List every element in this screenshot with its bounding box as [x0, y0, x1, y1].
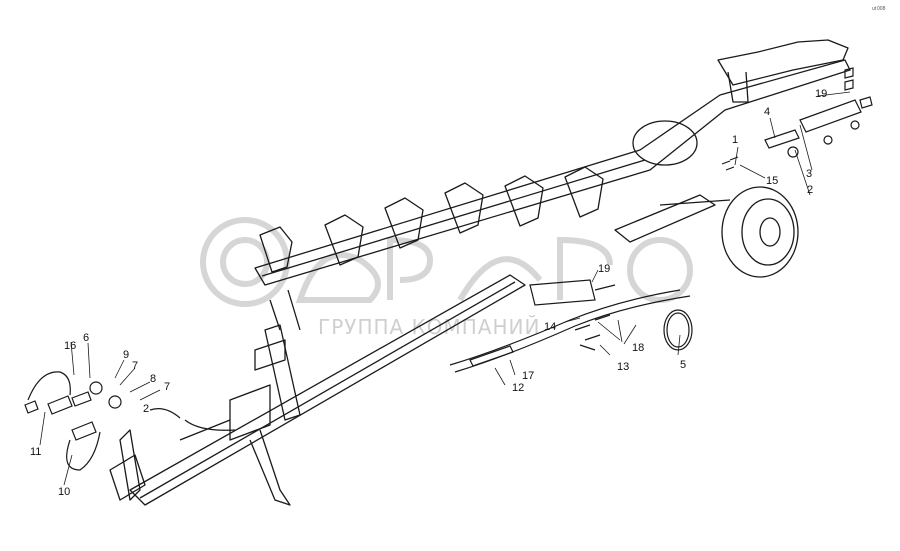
cylinder-upper	[799, 99, 862, 133]
cylinder-lower	[529, 279, 596, 306]
watermark-tagline: ГРУППА КОМПАНИЙ	[318, 315, 540, 339]
depth-wheel	[721, 186, 799, 278]
callout-19-upper: 19	[815, 88, 827, 100]
callout-16: 16	[64, 340, 76, 352]
callout-7-lower: 7	[164, 381, 170, 393]
callout-10: 10	[58, 486, 70, 498]
callout-7-upper: 7	[132, 360, 138, 372]
callout-4: 4	[764, 106, 770, 118]
callout-11: 11	[30, 446, 41, 458]
coupler-loop-upper	[27, 371, 71, 401]
callout-19-lower: 19	[598, 263, 610, 275]
callout-2-right: 2	[807, 184, 813, 196]
callout-14: 14	[544, 321, 556, 333]
callout-18: 18	[632, 342, 644, 354]
hydraulic-system	[24, 67, 873, 471]
callout-17: 17	[522, 370, 534, 382]
leader-lines	[39, 91, 851, 486]
hose-pair	[449, 289, 681, 366]
callout-5: 5	[680, 359, 686, 371]
callout-2-left: 2	[143, 403, 149, 415]
coupling-ring	[663, 309, 693, 351]
callout-9: 9	[123, 349, 129, 361]
coupler-loop-lower	[66, 431, 101, 471]
callout-15: 15	[766, 175, 778, 187]
plough-bodies	[259, 166, 604, 273]
callout-12: 12	[512, 382, 524, 394]
callout-8: 8	[150, 373, 156, 385]
watermark-logo	[200, 217, 693, 307]
plough-frame	[109, 39, 851, 506]
callout-1: 1	[732, 134, 738, 146]
callout-labels: 1 2 2 3 4 5 6 7 7 8 9 10 11 12 13 14 15 …	[30, 88, 827, 498]
drawing-code: ut 008	[872, 6, 886, 12]
callout-3: 3	[806, 168, 812, 180]
callout-6: 6	[83, 332, 89, 344]
callout-13: 13	[617, 361, 629, 373]
